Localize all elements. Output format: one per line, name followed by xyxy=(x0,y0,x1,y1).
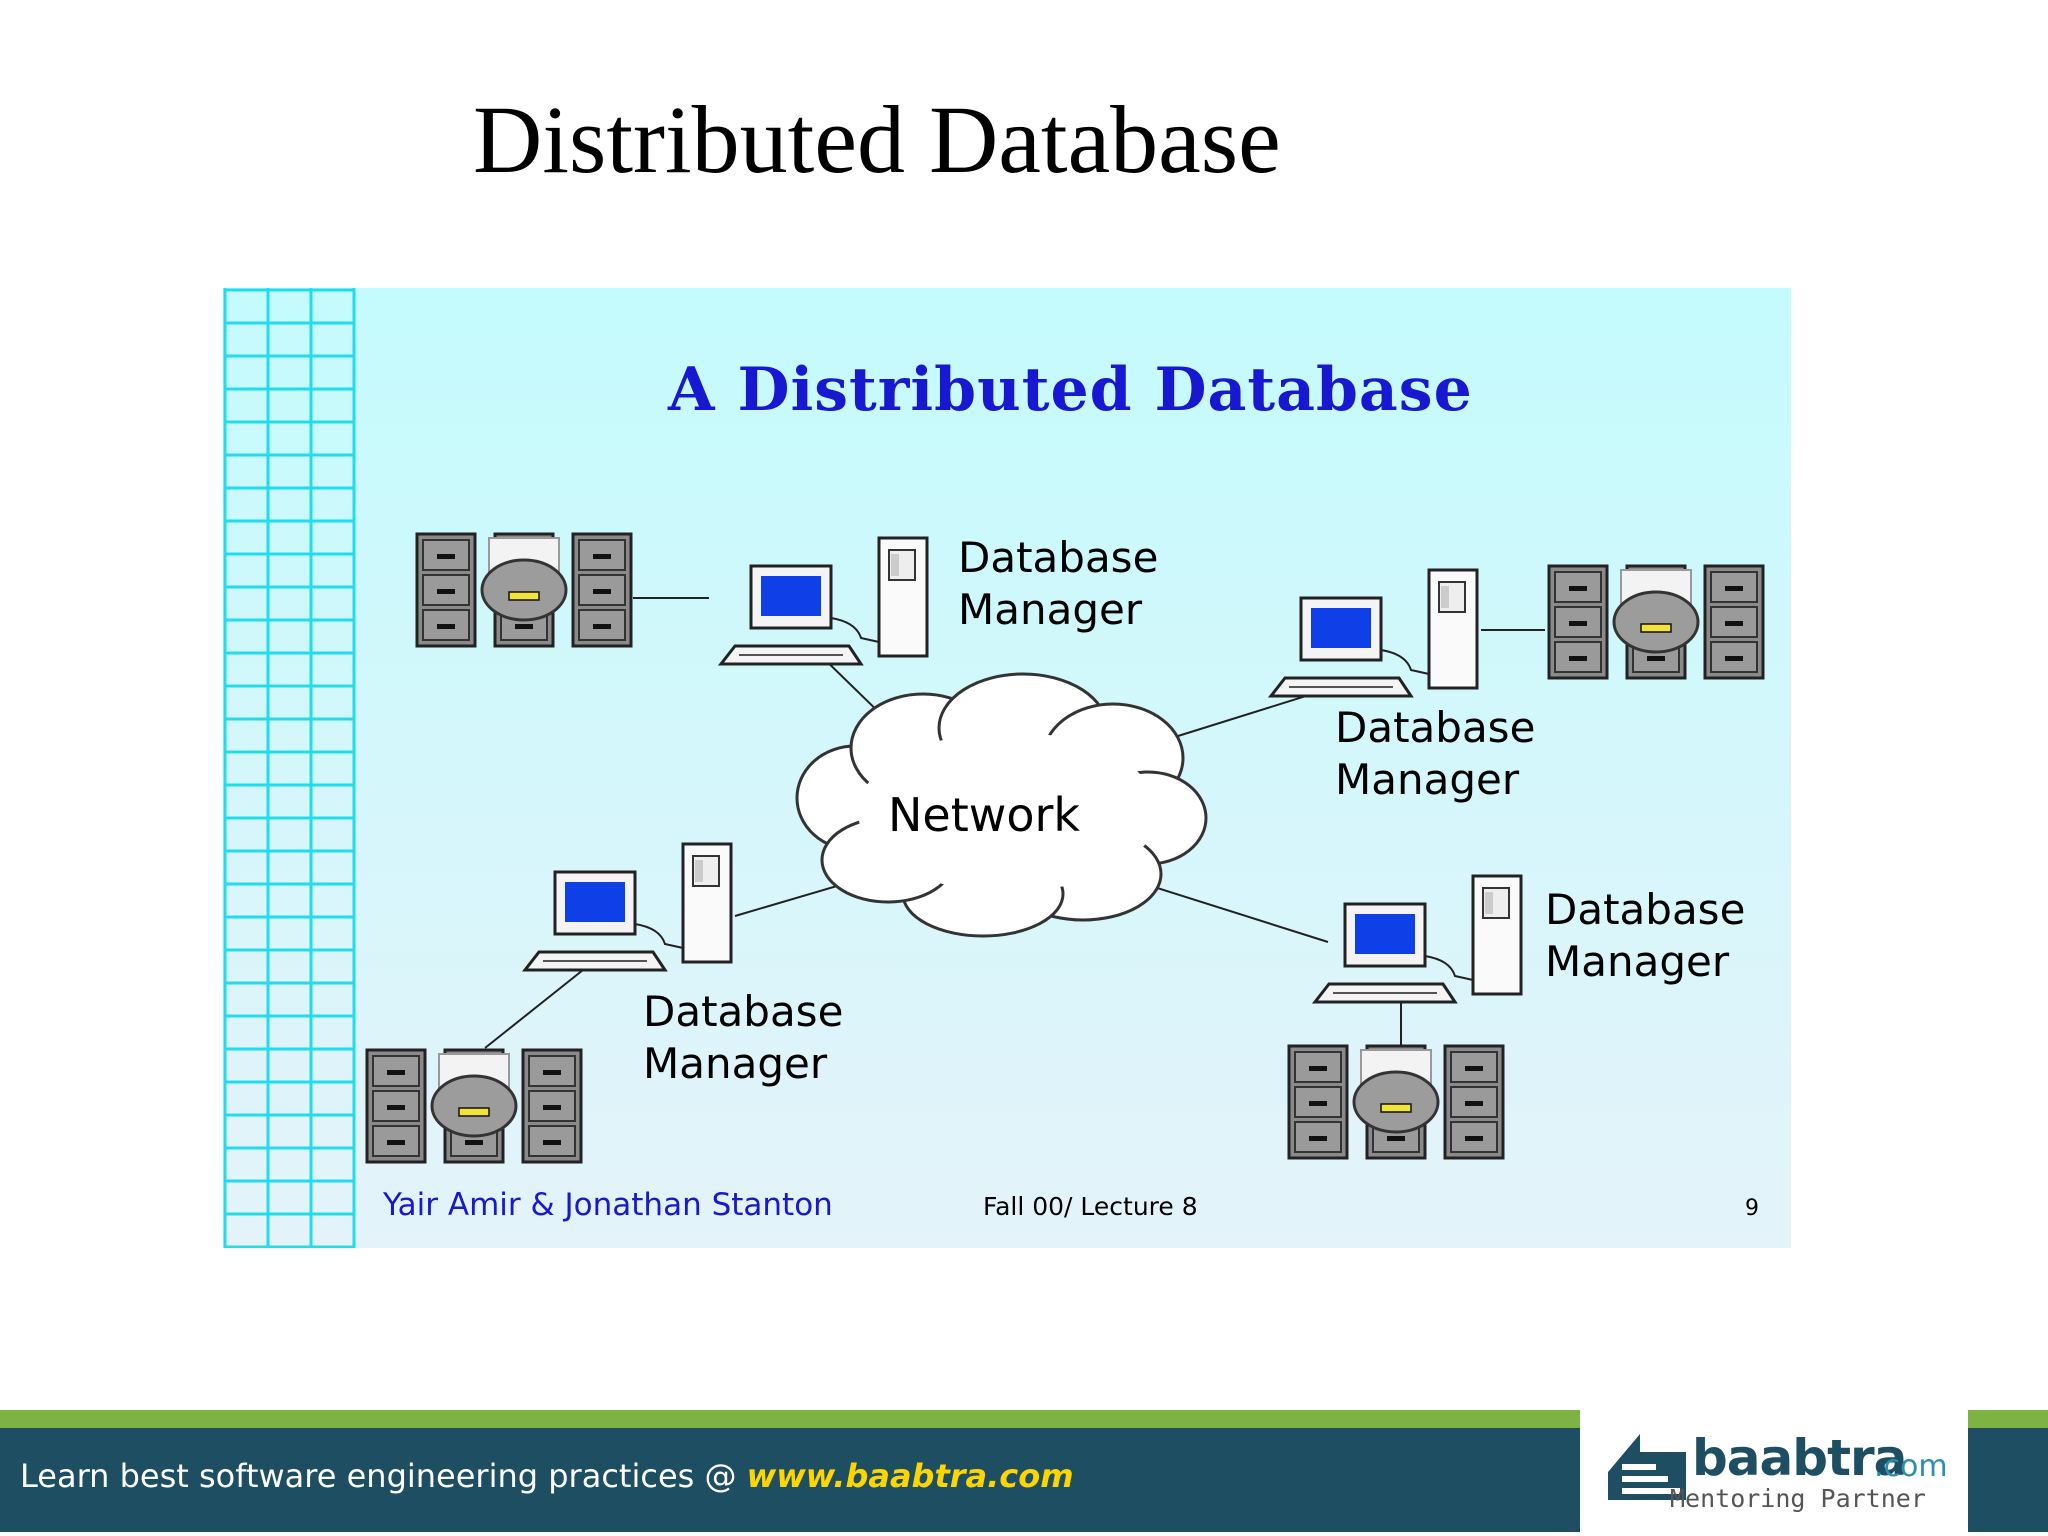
slide-authors: Yair Amir & Jonathan Stanton xyxy=(383,1187,833,1223)
network-label: Network xyxy=(888,788,1081,842)
network-cloud xyxy=(795,672,1208,938)
footer-link[interactable]: www.baabtra.com xyxy=(746,1457,1074,1495)
storage-icon xyxy=(417,534,631,646)
footer-tagline: Learn best software engineering practice… xyxy=(20,1457,1074,1495)
slide-title: A Distributed Database xyxy=(668,355,1473,425)
footer-banner xyxy=(0,1410,2048,1536)
page-title: Distributed Database xyxy=(473,86,1281,193)
grid-strip xyxy=(223,288,356,1248)
slide-diagram xyxy=(223,288,1791,1248)
node-label: Database Manager xyxy=(1545,885,1746,986)
node-label: Database Manager xyxy=(1335,703,1536,804)
brand-suffix: .com xyxy=(1874,1449,1948,1484)
baabtra-logo-icon xyxy=(1608,1434,1686,1500)
storage-icon xyxy=(1289,1046,1503,1158)
slide-page-number: 9 xyxy=(1745,1196,1759,1221)
storage-icon xyxy=(367,1050,581,1162)
slide-image: A Distributed Database Network Database … xyxy=(223,288,1791,1248)
node-label: Database Manager xyxy=(958,533,1159,634)
brand-tagline: Mentoring Partner xyxy=(1670,1484,1926,1513)
brand-name: baabtra xyxy=(1692,1429,1907,1487)
node-label: Database Manager xyxy=(643,987,844,1088)
slide-lecture: Fall 00/ Lecture 8 xyxy=(983,1192,1198,1221)
storage-icon xyxy=(1549,566,1763,678)
